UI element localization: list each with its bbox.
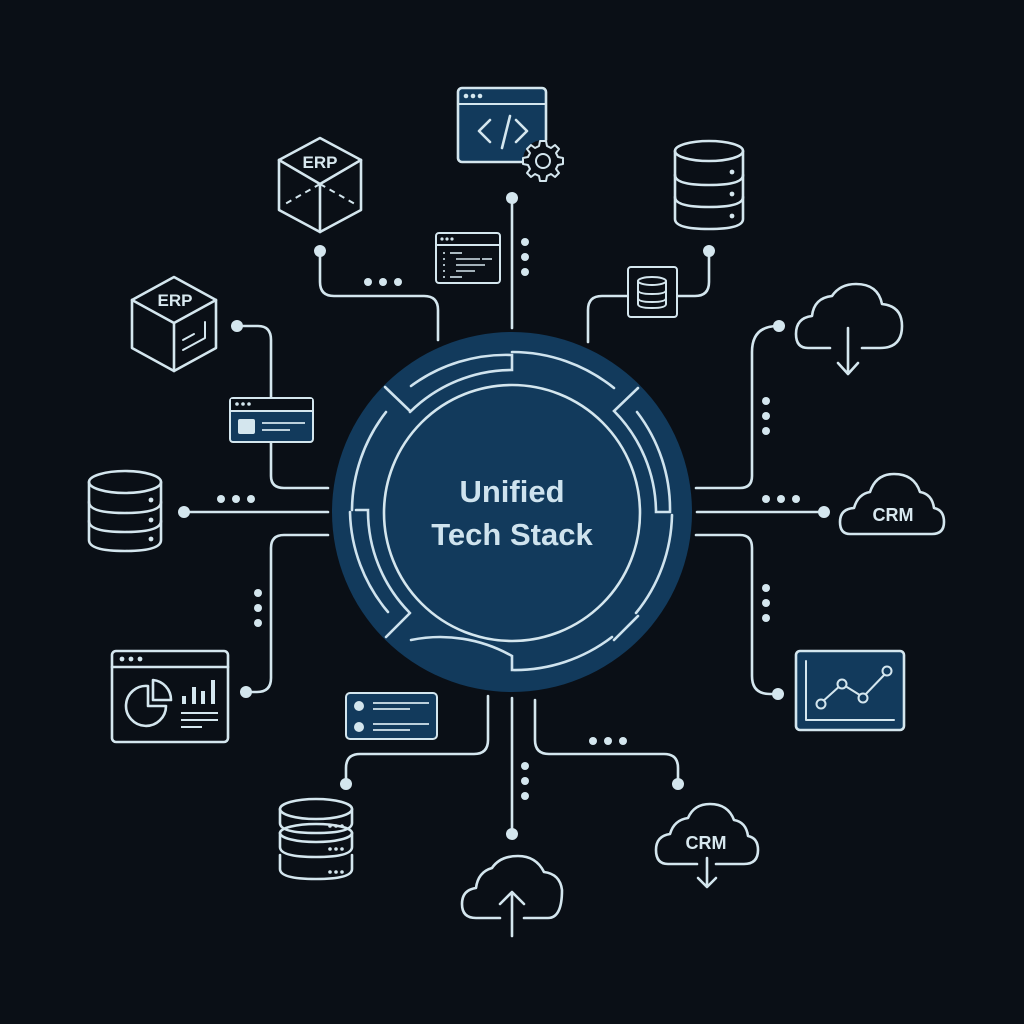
connector-crm-download [533, 698, 680, 786]
ellipsis-dots-horizontal [589, 737, 627, 745]
crm-label: CRM [873, 505, 914, 525]
ellipsis-dots-vertical [521, 238, 529, 276]
database-icon[interactable] [87, 469, 163, 553]
hub-inner-ring [382, 383, 642, 643]
cloud-upload-icon[interactable] [460, 854, 564, 938]
connector-servers [344, 694, 490, 786]
line-chart-icon[interactable] [794, 649, 906, 732]
cloud-download-icon[interactable] [794, 282, 904, 376]
connector-cloud-download [694, 324, 780, 490]
connector-dashboard [244, 533, 330, 694]
erp-left-label: ERP [158, 291, 193, 310]
small-database-icon[interactable] [627, 266, 678, 318]
hub: Unified Tech Stack [332, 332, 692, 692]
ellipsis-dots-vertical [762, 397, 770, 435]
connector-erp-top [318, 250, 440, 342]
gear-icon [522, 140, 564, 182]
server-stack-icon[interactable] [278, 797, 354, 881]
database-icon[interactable] [673, 139, 745, 231]
ellipsis-dots-horizontal [364, 278, 402, 286]
code-list-window-icon[interactable] [435, 232, 501, 284]
ellipsis-dots-horizontal [217, 495, 255, 503]
card-window-icon[interactable] [229, 397, 314, 443]
hub-title-line1: Unified [459, 474, 564, 509]
connector-chart [694, 533, 780, 696]
crm-cloud-icon[interactable]: CRM [838, 472, 946, 536]
connectors [178, 192, 830, 840]
list-panel-icon[interactable] [345, 692, 438, 740]
erp-label: ERP [303, 153, 338, 172]
ellipsis-dots-vertical [521, 762, 529, 800]
code-window-gear-icon[interactable] [456, 86, 564, 182]
crm-cloud-download-icon[interactable]: CRM [654, 802, 760, 889]
hub-outer-arcs [348, 350, 674, 672]
ellipsis-dots-vertical [762, 584, 770, 622]
ellipsis-dots-horizontal [762, 495, 800, 503]
crm-download-label: CRM [686, 833, 727, 853]
erp-box-icon[interactable]: ERP [130, 275, 218, 373]
hub-title-line2: Tech Stack [431, 517, 593, 552]
connector-node-dot [506, 192, 518, 204]
erp-cube-icon[interactable]: ERP [277, 136, 363, 234]
dashboard-window-icon[interactable] [110, 649, 230, 744]
ellipsis-dots-vertical [254, 589, 262, 627]
